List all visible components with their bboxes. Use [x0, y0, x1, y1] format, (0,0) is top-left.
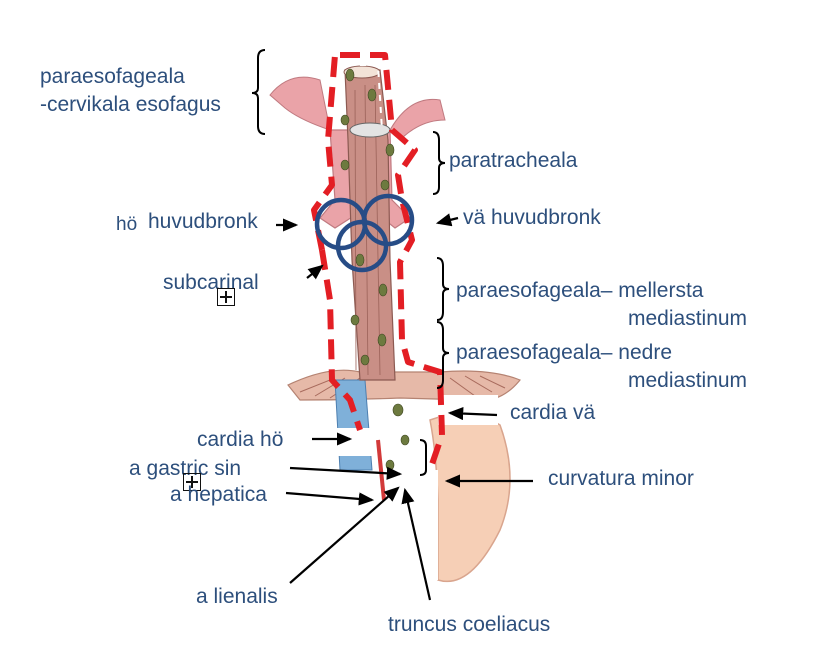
label-paraesofageala-cervikala-line1: paraesofageala — [40, 65, 185, 88]
expand-marker-icon[interactable] — [217, 288, 235, 306]
neck-vessels-left — [269, 76, 331, 131]
label-paraesofageala-nedre-line1: paraesofageala– nedre — [456, 341, 673, 364]
label-a-hepatica: a hepatica — [170, 483, 267, 506]
label-curvatura-minor: curvatura minor — [548, 467, 694, 490]
expand-marker-icon[interactable] — [183, 473, 201, 491]
mask — [438, 395, 498, 425]
carina-circle-bottom — [335, 219, 389, 273]
pointer-arrows — [276, 213, 533, 601]
vena-cava — [334, 379, 373, 471]
label-ho-prefix: hö — [116, 214, 138, 235]
label-a-gastric-sin: a gastric sin — [129, 457, 242, 480]
bracket-nedre — [436, 321, 450, 389]
bracket-cervikala — [251, 49, 266, 135]
bracket-paratracheala — [432, 131, 446, 195]
label-paratracheala: paratracheala — [449, 149, 578, 172]
aorta-branch — [376, 439, 386, 501]
neck-vessels-right — [389, 98, 446, 141]
label-truncus-coeliacus: truncus coeliacus — [388, 613, 551, 636]
label-ho-huvudbronk: huvudbronk — [148, 210, 258, 233]
label-a-lienalis: a lienalis — [196, 585, 278, 608]
label-paraesofageala-nedre-line2: mediastinum — [628, 369, 748, 392]
mask — [400, 470, 438, 580]
label-cardia-va: cardia vä — [510, 401, 596, 424]
label-paraesofageala-mellersta-line2: mediastinum — [628, 307, 748, 330]
label-subcarinal: subcarinal — [163, 271, 259, 294]
label-va-huvudbronk: vä huvudbronk — [463, 206, 601, 229]
mask — [318, 428, 376, 456]
label-cardia-ho: cardia hö — [197, 428, 284, 451]
bracket-mellersta — [436, 257, 450, 321]
dashed-region-outline-inner — [348, 64, 383, 131]
dashed-region-outline-lower — [319, 249, 363, 431]
label-paraesofageala-cervikala-line2: -cervikala esofagus — [40, 93, 221, 116]
bracket-curvatura — [419, 439, 427, 476]
dashed-region-outline — [311, 52, 445, 471]
stomach — [429, 412, 511, 583]
label-paraesofageala-mellersta-line1: paraesofageala– mellersta — [456, 279, 704, 302]
trachea-ring — [349, 122, 391, 138]
